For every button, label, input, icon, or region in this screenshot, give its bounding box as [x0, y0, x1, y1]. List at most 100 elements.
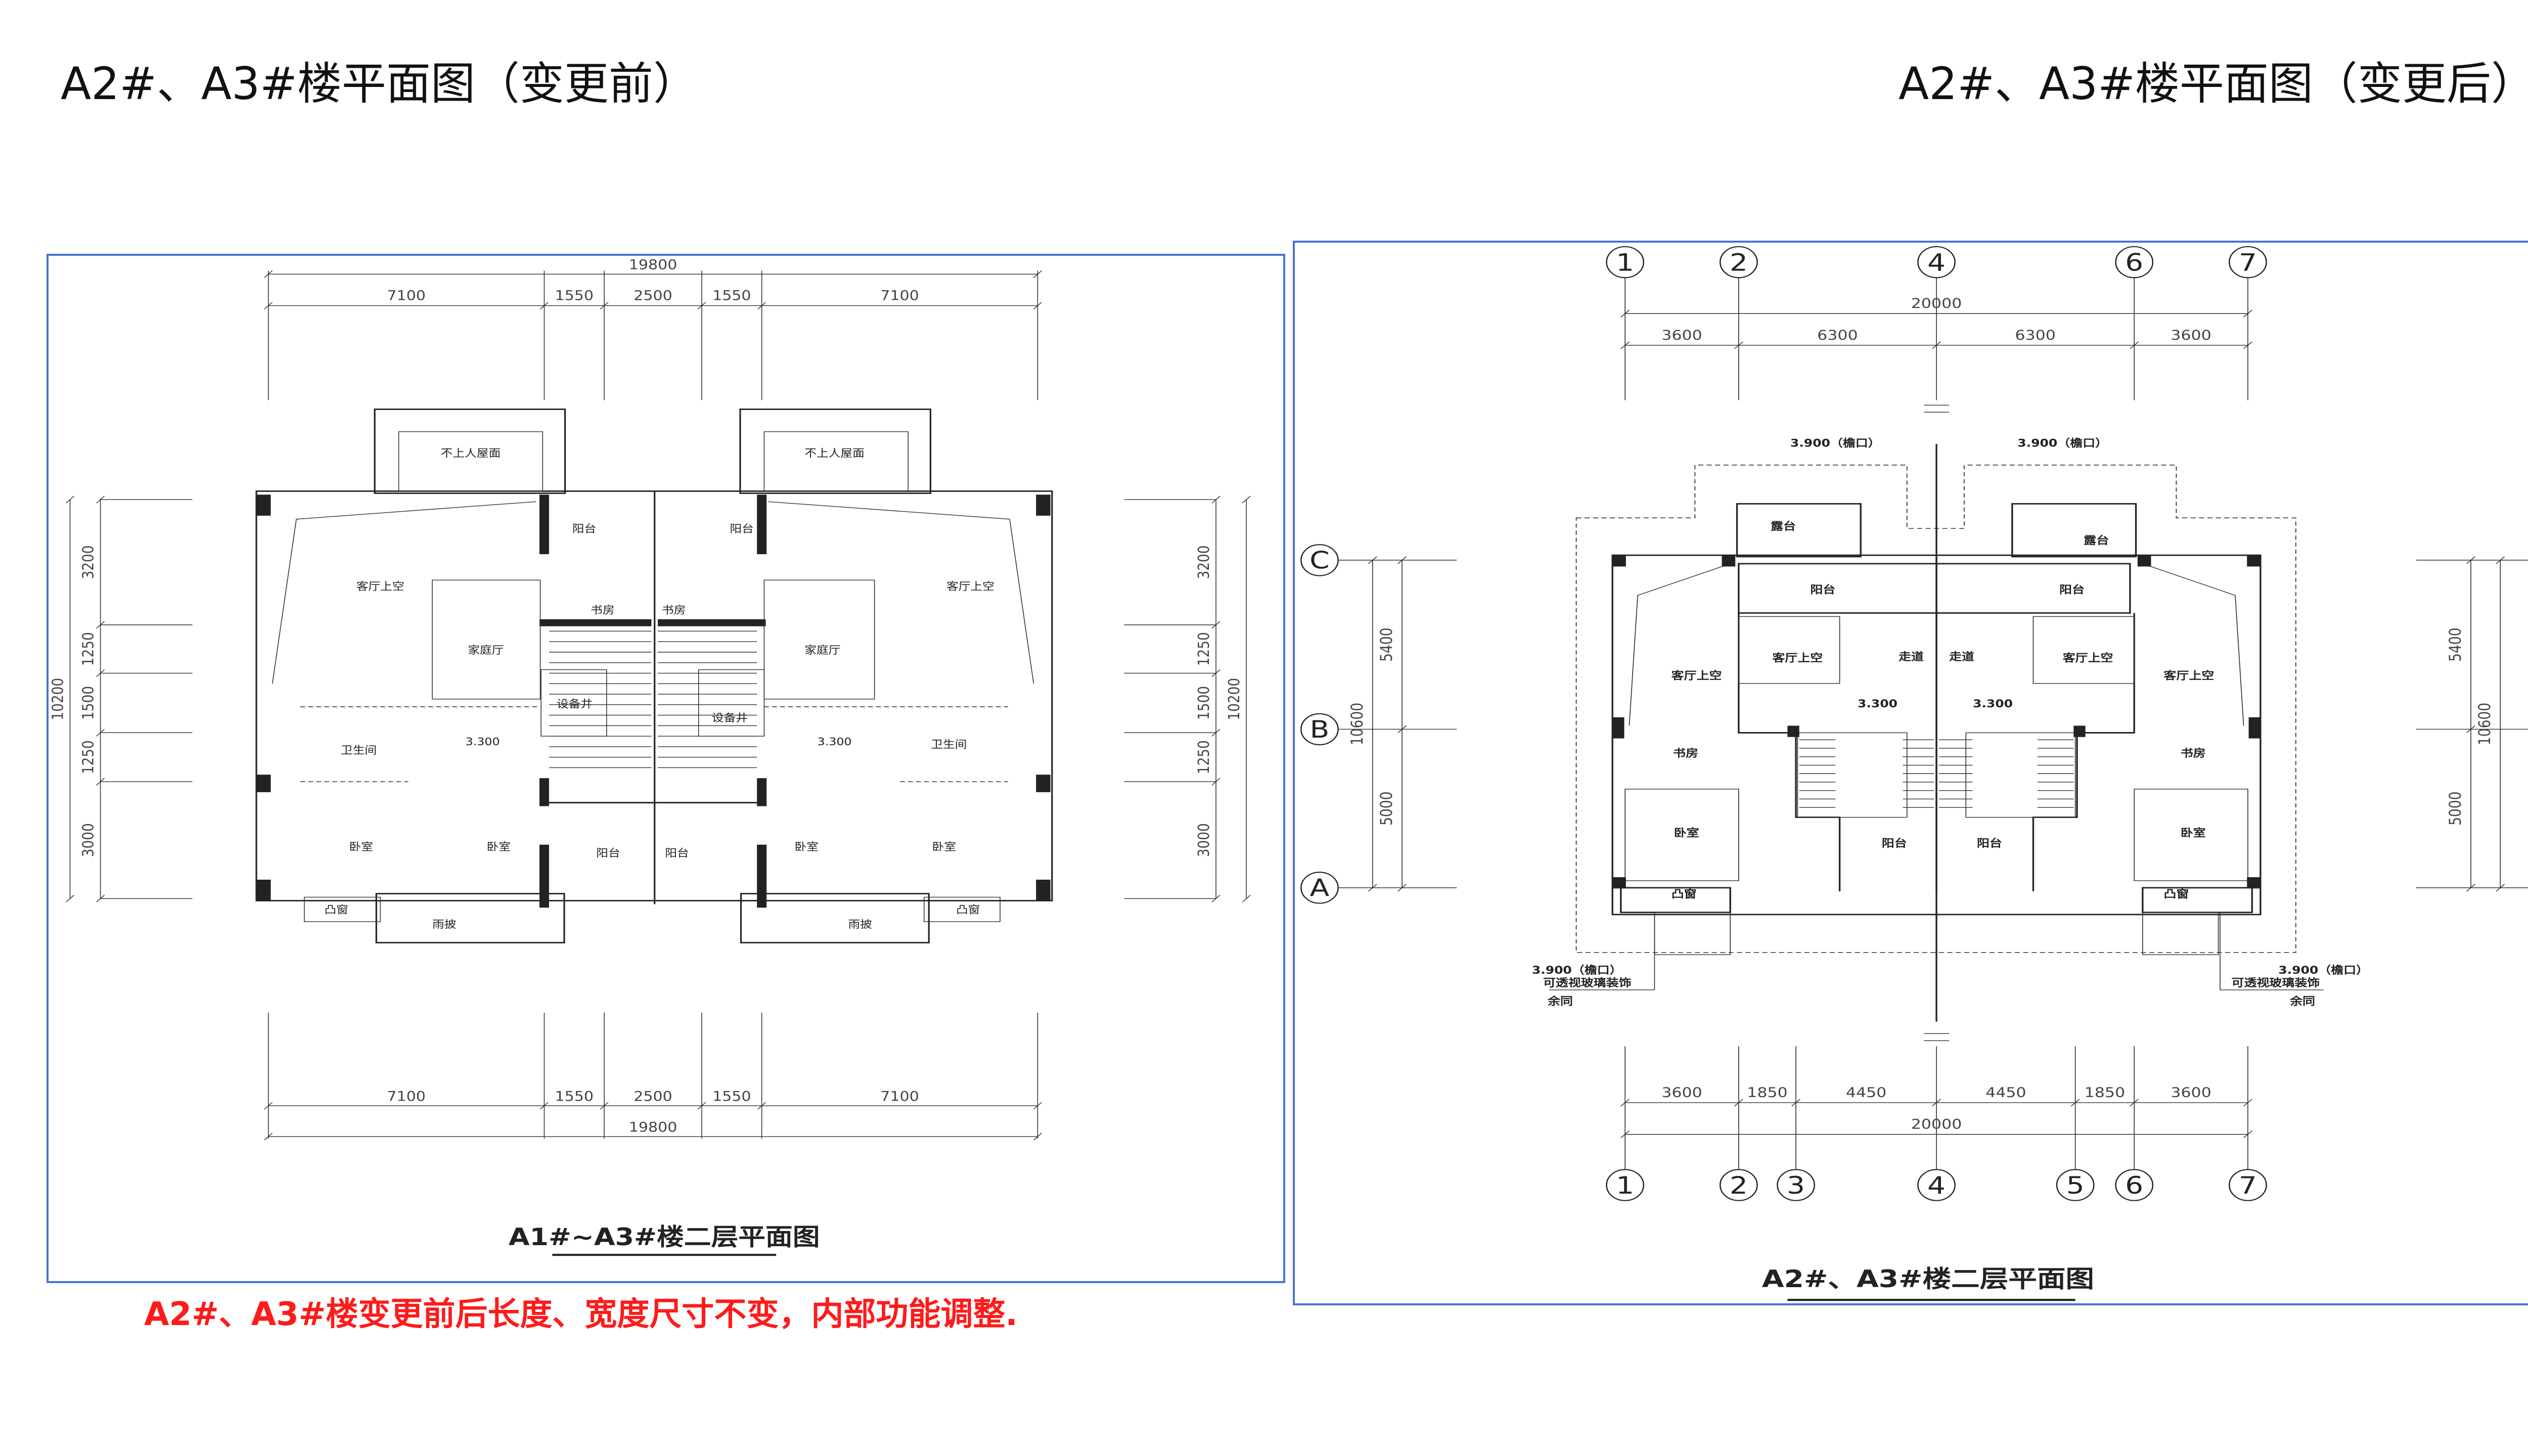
room-label: 设备井 [712, 712, 748, 724]
room-label: 阳台 [1810, 583, 1835, 596]
room-label: 客厅上空 [1672, 669, 1722, 682]
dimension-tick [1620, 341, 1630, 349]
dimension-tick [1033, 1102, 1042, 1110]
room-label: 客厅上空 [356, 580, 404, 593]
dimension-label: 1250 [1195, 632, 1212, 666]
dimension-tick [2243, 341, 2252, 349]
dimension-label: 7100 [880, 288, 919, 303]
axis-label: 7 [2239, 249, 2257, 277]
room-label: 客厅上空 [2063, 652, 2113, 665]
axis-label: B [1310, 716, 1329, 744]
dimension-tick [2070, 1099, 2080, 1107]
axis-label: 6 [2125, 1172, 2143, 1199]
dimension-tick [2496, 556, 2505, 564]
dimension-label: 3200 [79, 545, 97, 579]
axis-label: C [1310, 547, 1330, 574]
dimension-label: 1250 [79, 740, 97, 774]
room-label: 卧室 [349, 841, 373, 853]
room-label: 3.300 [1858, 698, 1898, 710]
dimension-tick [264, 1102, 273, 1110]
dimension-label: 3600 [1661, 327, 1702, 343]
dimension-tick [1368, 884, 1377, 892]
dimension-tick [697, 302, 706, 310]
dimension-tick [697, 1102, 706, 1110]
room-label: 阳台 [665, 847, 689, 859]
axis-label: 1 [1616, 1172, 1634, 1199]
dimension-label: 1550 [555, 288, 594, 303]
dimension-tick [1734, 341, 1743, 349]
dimension-label: 7100 [387, 1088, 425, 1104]
room-label: 余同 [2289, 995, 2315, 1008]
room-label: 走道 [1949, 651, 1974, 663]
dimension-label: 1250 [79, 632, 97, 666]
room-label: 可透视玻璃装饰 [1543, 977, 1632, 989]
room-label: 露台 [1771, 520, 1796, 533]
axis-bubble [1606, 1169, 1644, 1201]
dimension-label: 10200 [49, 678, 67, 720]
title-after-change: A2#、A3#楼平面图（变更后） [1899, 58, 2528, 110]
change-note-caption: A2#、A3#楼变更前后长度、宽度尺寸不变，内部功能调整. [144, 1296, 1018, 1333]
dimension-label: 10600 [1348, 703, 1367, 745]
dimension-label: 1850 [2085, 1084, 2125, 1100]
dimension-tick [600, 1102, 609, 1110]
dimension-label: 5000 [1377, 792, 1396, 826]
dimension-tick [1620, 1099, 1630, 1107]
dimension-label: 4450 [1846, 1084, 1886, 1100]
axis-label: 1 [1616, 249, 1634, 277]
dimension-label: 5400 [2446, 628, 2465, 662]
drawing-title-after: A2#、A3#楼二层平面图 [1762, 1265, 2094, 1293]
room-label: 余同 [1547, 995, 1573, 1008]
dimension-label: 10600 [2475, 703, 2494, 745]
room-label: 不上人屋面 [804, 447, 865, 460]
dimension-label: 2500 [634, 288, 672, 303]
room-label: 3.300 [818, 736, 852, 748]
room-label: 客厅上空 [1772, 652, 1823, 665]
room-label: 走道 [1899, 651, 1924, 663]
room-label: 卧室 [932, 841, 956, 853]
dimension-label: 1550 [712, 288, 751, 303]
dimension-label: 5400 [1377, 628, 1396, 662]
room-label: 书房 [2181, 747, 2206, 760]
dimension-tick [66, 495, 74, 504]
axis-bubble [2115, 1169, 2154, 1201]
room-label: 3.900（檐口） [2017, 437, 2108, 450]
dimension-tick [1620, 1130, 1630, 1139]
room-label: 书房 [662, 604, 686, 616]
room-label: 卧室 [2181, 827, 2206, 839]
room-label: 阳台 [1977, 837, 2002, 850]
plan-after-frame [1293, 241, 2528, 1305]
dimension-label: 3000 [79, 823, 97, 857]
dimension-label: 7100 [880, 1088, 919, 1104]
room-label: 凸窗 [1672, 888, 1697, 900]
axis-bubble [1917, 246, 1956, 279]
dimension-tick [264, 1132, 273, 1141]
room-label: 卧室 [1674, 827, 1699, 839]
dimension-label: 1550 [555, 1088, 594, 1104]
axis-bubble [1719, 246, 1758, 279]
dimension-tick [2243, 309, 2252, 317]
dimension-tick [1242, 894, 1251, 902]
dimension-tick [2496, 884, 2505, 892]
axis-label: 6 [2125, 249, 2143, 277]
dimension-tick [757, 302, 766, 310]
room-label: 雨披 [848, 919, 872, 931]
dimension-label: 20000 [1911, 1116, 1962, 1132]
dimension-label: 1250 [1195, 740, 1212, 774]
axis-label: 4 [1927, 249, 1946, 277]
dimension-label: 4450 [1985, 1084, 2026, 1100]
dimension-label: 3600 [2171, 327, 2211, 343]
dimension-tick [264, 302, 273, 310]
dimension-label: 3600 [1661, 1084, 1702, 1100]
dimension-tick [539, 1102, 549, 1110]
dimension-tick [2466, 884, 2475, 892]
dimension-tick [2466, 725, 2475, 733]
room-label: 雨披 [432, 919, 456, 931]
building-walls [255, 408, 1053, 943]
room-label: 3.300 [466, 736, 500, 748]
dimension-tick [2130, 341, 2139, 349]
dimension-tick [1368, 556, 1377, 564]
dimension-tick [1242, 495, 1251, 504]
